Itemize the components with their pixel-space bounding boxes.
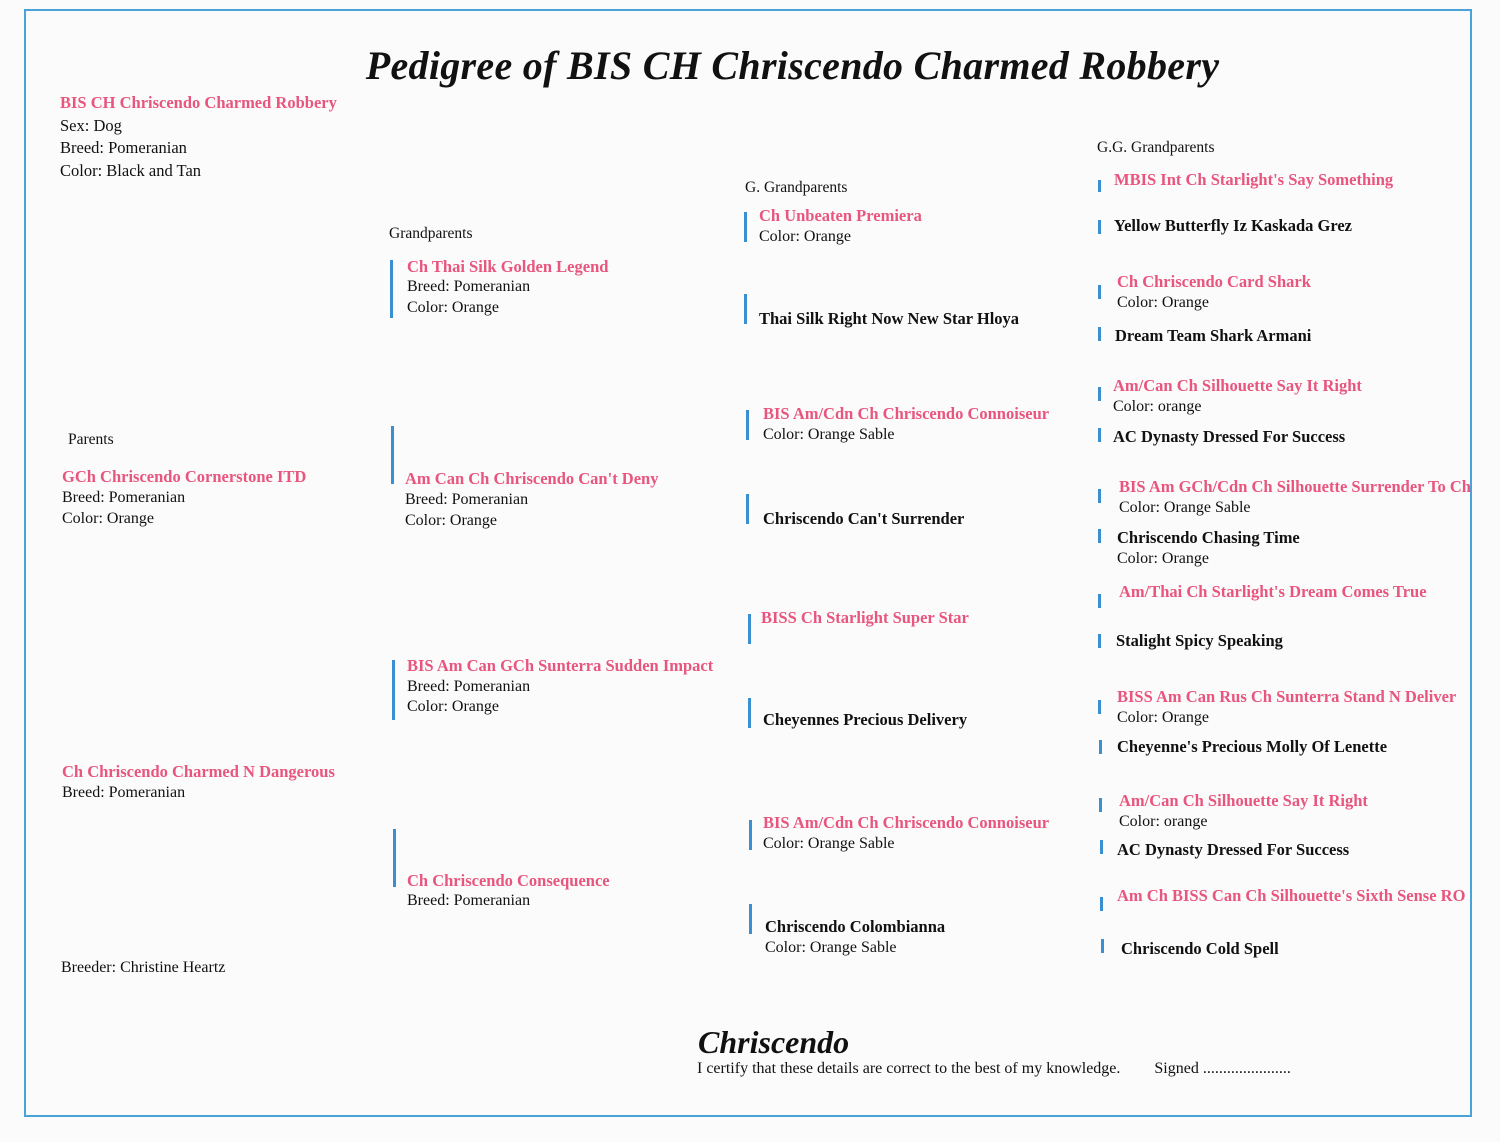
dam-breed: Breed: Pomeranian (62, 784, 186, 801)
grandparent-color: Color: Orange (407, 698, 499, 715)
grandparents-label: Grandparents (389, 225, 473, 242)
bracket-line (390, 260, 393, 318)
gg-grandparents-label: G.G. Grandparents (1097, 139, 1215, 156)
bracket-line (1098, 700, 1101, 714)
bracket-line (1098, 594, 1101, 608)
bracket-line (1098, 327, 1101, 341)
bracket-line (748, 698, 751, 728)
breeder-text: Breeder: Christine Heartz (61, 959, 226, 976)
g-grandparent-name: BIS Am/Cdn Ch Chriscendo Connoiseur (763, 813, 1050, 832)
bracket-line (1099, 798, 1102, 812)
page-border (24, 9, 1472, 1117)
bracket-line (748, 614, 751, 644)
bracket-line (1100, 840, 1103, 854)
gg-grandparent-name: MBIS Int Ch Starlight's Say Something (1114, 170, 1394, 189)
grandparent-breed: Breed: Pomeranian (407, 678, 531, 695)
gg-grandparent-color: Color: Orange Sable (1119, 499, 1251, 516)
gg-grandparent-name: Am/Thai Ch Starlight's Dream Comes True (1119, 582, 1427, 601)
g-grandparent-color: Color: Orange Sable (765, 939, 897, 956)
grandparent-name: Am Can Ch Chriscendo Can't Deny (405, 469, 659, 488)
bracket-line (749, 820, 752, 850)
bracket-line (1098, 529, 1101, 543)
subject-sex: Sex: Dog (60, 116, 122, 135)
gg-grandparent-color: Color: Orange (1117, 294, 1209, 311)
gg-grandparent-name: Dream Team Shark Armani (1115, 326, 1312, 345)
sire-color: Color: Orange (62, 510, 154, 527)
page-title: Pedigree of BIS CH Chriscendo Charmed Ro… (365, 43, 1220, 88)
grandparent-breed: Breed: Pomeranian (407, 892, 531, 909)
bracket-line (744, 212, 747, 242)
bracket-line (746, 410, 749, 440)
subject-name: BIS CH Chriscendo Charmed Robbery (60, 93, 337, 112)
subject-color: Color: Black and Tan (60, 161, 202, 180)
gg-grandparent-name: Chriscendo Cold Spell (1121, 939, 1279, 958)
g-grandparent-name: Chriscendo Can't Surrender (763, 509, 965, 528)
g-grandparent-name: Ch Unbeaten Premiera (759, 206, 922, 225)
bracket-line (392, 660, 395, 720)
grandparent-breed: Breed: Pomeranian (405, 491, 529, 508)
bracket-line (1098, 387, 1101, 401)
grandparent-name: BIS Am Can GCh Sunterra Sudden Impact (407, 656, 714, 675)
grandparent-breed: Breed: Pomeranian (407, 278, 531, 295)
g-grandparent-name: BIS Am/Cdn Ch Chriscendo Connoiseur (763, 404, 1050, 423)
gg-grandparent-name: Ch Chriscendo Card Shark (1117, 272, 1311, 291)
grandparent-color: Color: Orange (405, 512, 497, 529)
bracket-line (1100, 897, 1103, 911)
gg-grandparent-name: Stalight Spicy Speaking (1116, 631, 1283, 650)
gg-grandparent-color: Color: Orange (1117, 550, 1209, 567)
bracket-line (1098, 489, 1101, 503)
bracket-line (1098, 634, 1101, 648)
subject-breed: Breed: Pomeranian (60, 138, 187, 157)
g-grandparent-color: Color: Orange Sable (763, 835, 895, 852)
g-grandparent-name: Chriscendo Colombianna (765, 917, 946, 936)
signed-field: Signed ...................... (1154, 1060, 1291, 1077)
bracket-line (391, 426, 394, 484)
sire-breed: Breed: Pomeranian (62, 489, 186, 506)
gg-grandparent-name: BISS Am Can Rus Ch Sunterra Stand N Deli… (1117, 687, 1457, 706)
g-grandparent-name: Cheyennes Precious Delivery (763, 710, 968, 729)
gg-grandparent-name: Am Ch BISS Can Ch Silhouette's Sixth Sen… (1117, 886, 1466, 905)
gg-grandparent-name: Cheyenne's Precious Molly Of Lenette (1117, 737, 1388, 756)
gg-grandparent-name: BIS Am GCh/Cdn Ch Silhouette Surrender T… (1119, 477, 1471, 496)
bracket-line (746, 494, 749, 524)
bracket-line (1098, 285, 1101, 299)
gg-grandparent-name: AC Dynasty Dressed For Success (1113, 427, 1346, 446)
gg-grandparent-name: AC Dynasty Dressed For Success (1117, 840, 1350, 859)
certification-line: I certify that these details are correct… (697, 1060, 1291, 1078)
certification-text: I certify that these details are correct… (697, 1060, 1121, 1077)
bracket-line (1098, 180, 1101, 192)
parents-label: Parents (68, 431, 114, 448)
grandparent-color: Color: Orange (407, 299, 499, 316)
grandparent-name: Ch Chriscendo Consequence (407, 871, 610, 890)
g-grandparent-color: Color: Orange (759, 228, 851, 245)
bracket-line (1101, 939, 1104, 953)
gg-grandparent-name: Yellow Butterfly Iz Kaskada Grez (1114, 216, 1353, 235)
grandparent-name: Ch Thai Silk Golden Legend (407, 257, 609, 276)
bracket-line (749, 904, 752, 934)
g-grandparent-color: Color: Orange Sable (763, 426, 895, 443)
bracket-line (1099, 740, 1102, 754)
bracket-line (1098, 220, 1101, 234)
bracket-line (1098, 428, 1101, 442)
bracket-line (744, 294, 747, 324)
bracket-line (393, 829, 396, 887)
kennel-signature: Chriscendo (698, 1024, 850, 1060)
gg-grandparent-name: Am/Can Ch Silhouette Say It Right (1113, 376, 1362, 395)
gg-grandparent-name: Chriscendo Chasing Time (1117, 528, 1300, 547)
gg-grandparent-color: Color: orange (1119, 813, 1208, 830)
dam-name: Ch Chriscendo Charmed N Dangerous (62, 762, 335, 781)
sire-name: GCh Chriscendo Cornerstone ITD (62, 467, 307, 486)
gg-grandparent-color: Color: orange (1113, 398, 1202, 415)
gg-grandparent-name: Am/Can Ch Silhouette Say It Right (1119, 791, 1368, 810)
g-grandparents-label: G. Grandparents (745, 179, 848, 196)
g-grandparent-name: Thai Silk Right Now New Star Hloya (759, 309, 1020, 328)
g-grandparent-name: BISS Ch Starlight Super Star (761, 608, 969, 627)
gg-grandparent-color: Color: Orange (1117, 709, 1209, 726)
